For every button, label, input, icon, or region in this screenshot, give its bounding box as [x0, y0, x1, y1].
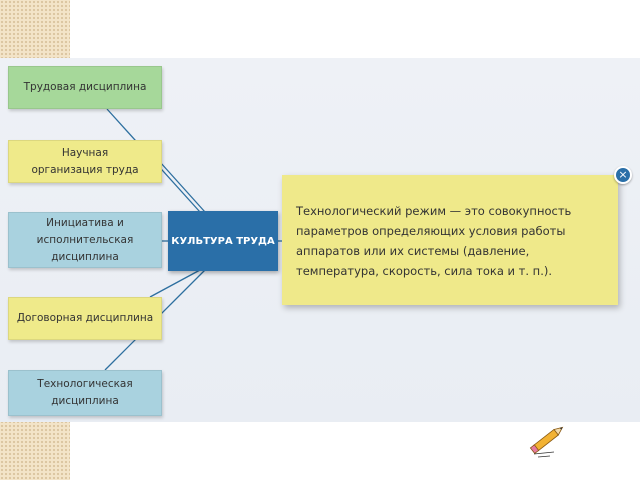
node-label: Технологическая дисциплина — [37, 378, 133, 407]
node-label: Договорная дисциплина — [16, 312, 154, 324]
close-icon[interactable]: × — [614, 166, 632, 184]
node-label: Научная организация труда — [31, 146, 139, 176]
info-popup: Технологический режим — это совокупность… — [282, 175, 618, 305]
node-technological-discipline[interactable]: Технологическая дисциплина — [8, 370, 162, 416]
pencil-icon — [529, 426, 564, 458]
center-node[interactable]: КУЛЬТУРА ТРУДА — [168, 211, 278, 271]
node-contract-discipline[interactable]: Договорная дисциплина — [8, 297, 162, 340]
node-label: Трудовая дисциплина — [23, 81, 147, 93]
node-label: Инициатива и исполнительская дисциплина — [36, 216, 134, 263]
node-initiative-discipline[interactable]: Инициатива и исполнительская дисциплина — [8, 212, 162, 268]
connector-4 — [149, 269, 201, 298]
node-labor-discipline[interactable]: Трудовая дисциплина — [8, 66, 162, 109]
popup-text: Технологический режим — это совокупность… — [296, 204, 572, 278]
close-glyph: × — [618, 168, 628, 181]
center-label: КУЛЬТУРА ТРУДА — [171, 235, 275, 247]
connector-2 — [159, 161, 206, 213]
node-scientific-organization[interactable]: Научная организация труда — [8, 140, 162, 183]
